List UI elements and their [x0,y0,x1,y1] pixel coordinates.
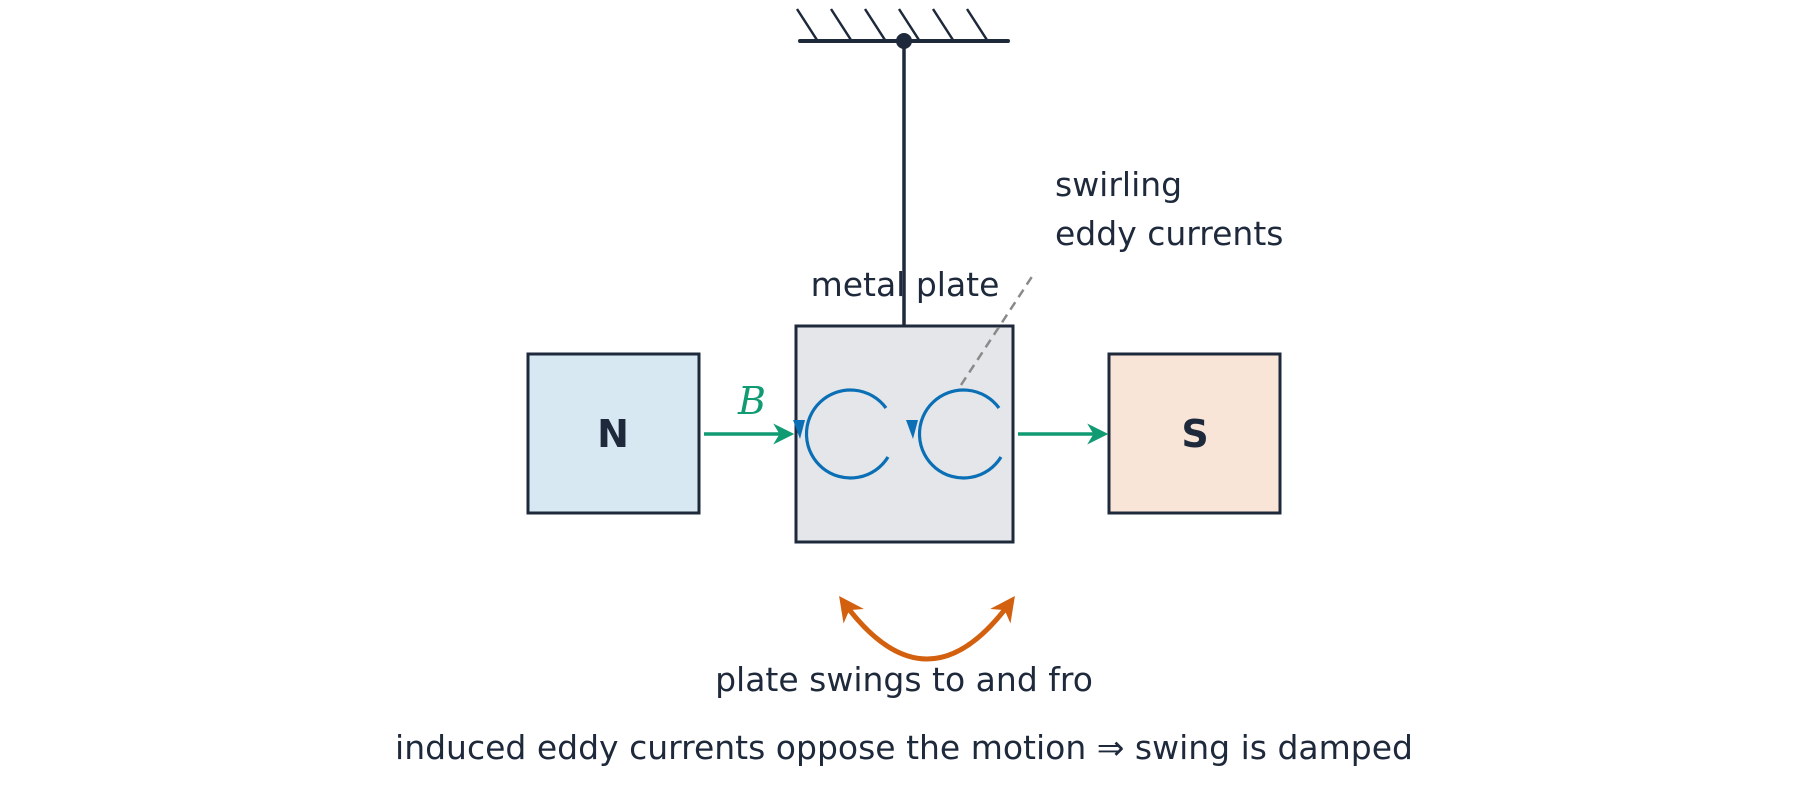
eddy-current-arrowhead-right [906,420,918,439]
north-pole-magnet [526,352,701,515]
swing-label: plate swings to and fro [715,660,1093,699]
eddy-label-line-1: swirling [1055,165,1182,204]
eddy-label-leader [959,271,1037,386]
south-pole-label: S [1181,412,1208,456]
north-pole-label: N [597,412,629,456]
metal-plate-label: metal plate [811,265,1000,304]
eddy-current-loop-left [804,388,890,480]
field-symbol: B [737,379,766,423]
ceiling-hatching [795,8,989,41]
swing-arrow [839,595,1015,662]
south-pole-magnet [1107,352,1282,515]
eddy-current-arrowhead-left [793,420,805,439]
caption: induced eddy currents oppose the motion … [395,728,1413,767]
metal-plate [794,324,1015,544]
eddy-current-loop-right [917,388,1003,480]
eddy-label-line-2: eddy currents [1055,214,1283,253]
